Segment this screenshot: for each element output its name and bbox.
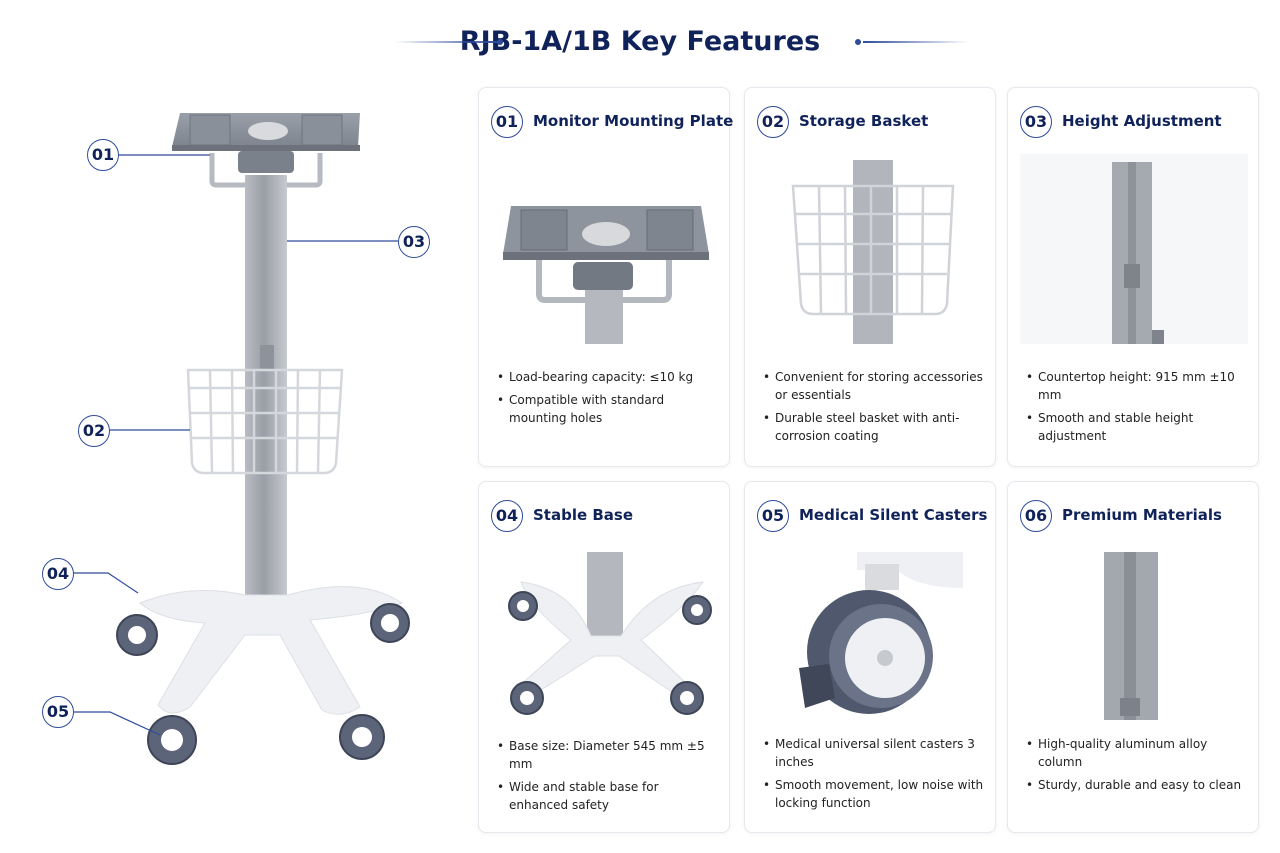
header-line-right bbox=[863, 41, 968, 43]
feature-card-05: 05 Medical Silent Casters Medical univer… bbox=[744, 481, 996, 833]
caster-wheel-image bbox=[757, 548, 985, 738]
height-adjustment-column-image bbox=[1020, 154, 1248, 344]
feature-title: Monitor Mounting Plate bbox=[533, 112, 734, 130]
page-header: RJB-1A/1B Key Features bbox=[0, 22, 1280, 62]
monitor-mounting-plate-image bbox=[491, 154, 719, 344]
feature-bullet: Compatible with standard mounting holes bbox=[497, 391, 719, 427]
callout-03: 03 bbox=[398, 226, 430, 258]
feature-bullet: Sturdy, durable and easy to clean bbox=[1026, 776, 1248, 794]
feature-bullet: Base size: Diameter 545 mm ±5 mm bbox=[497, 737, 719, 773]
feature-number: 04 bbox=[491, 500, 523, 532]
header-dot-left bbox=[497, 39, 503, 45]
feature-bullet: Smooth movement, low noise with locking … bbox=[763, 776, 985, 812]
header-line-left bbox=[395, 41, 500, 43]
feature-bullet: Smooth and stable height adjustment bbox=[1026, 409, 1248, 445]
feature-title: Height Adjustment bbox=[1062, 112, 1222, 130]
feature-number: 02 bbox=[757, 106, 789, 138]
feature-card-06: 06 Premium Materials High-quality alumin… bbox=[1007, 481, 1259, 833]
feature-number: 05 bbox=[757, 500, 789, 532]
feature-card-01: 01 Monitor Mounting Plate Load-bearing c… bbox=[478, 87, 734, 467]
feature-title: Premium Materials bbox=[1062, 506, 1222, 524]
header-dot-right bbox=[855, 39, 861, 45]
feature-title: Stable Base bbox=[533, 506, 634, 524]
feature-bullet: Load-bearing capacity: ≤10 kg bbox=[497, 368, 719, 386]
aluminum-column-image bbox=[1020, 548, 1248, 738]
feature-card-04: 04 Stable Base Base size: Diameter 545 m… bbox=[478, 481, 730, 833]
feature-bullet: Countertop height: 915 mm ±10 mm bbox=[1026, 368, 1248, 404]
callout-02: 02 bbox=[78, 415, 110, 447]
cart-drawing bbox=[72, 113, 410, 765]
feature-card-02: 02 Storage Basket Convenient for storing… bbox=[744, 87, 996, 467]
storage-basket-image bbox=[757, 154, 985, 344]
callout-05: 05 bbox=[42, 696, 74, 728]
feature-bullet: Medical universal silent casters 3 inche… bbox=[763, 735, 985, 771]
callout-04: 04 bbox=[42, 558, 74, 590]
feature-number: 01 bbox=[491, 106, 523, 138]
feature-bullet: High-quality aluminum alloy column bbox=[1026, 735, 1248, 771]
page-title: RJB-1A/1B Key Features bbox=[459, 26, 821, 57]
callout-01: 01 bbox=[87, 139, 119, 171]
stable-base-image bbox=[491, 548, 719, 738]
cart-illustration: 01 03 02 04 05 bbox=[40, 95, 460, 795]
feature-bullet: Durable steel basket with anti-corrosion… bbox=[763, 409, 985, 445]
feature-bullet: Wide and stable base for enhanced safety bbox=[497, 778, 719, 814]
feature-bullet: Convenient for storing accessories or es… bbox=[763, 368, 985, 404]
feature-card-03: 03 Height Adjustment Countertop height: … bbox=[1007, 87, 1259, 467]
feature-title: Storage Basket bbox=[799, 112, 929, 130]
feature-number: 03 bbox=[1020, 106, 1052, 138]
feature-number: 06 bbox=[1020, 500, 1052, 532]
feature-title: Medical Silent Casters bbox=[799, 506, 988, 524]
